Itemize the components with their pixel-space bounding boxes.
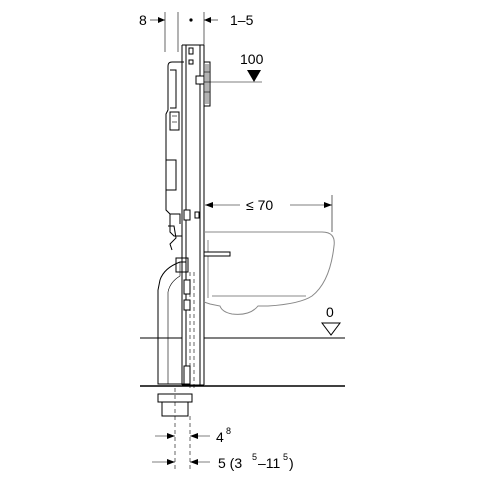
- flush-plate: [195, 61, 211, 107]
- finished-floor-level: 0: [140, 304, 345, 339]
- waste-stub: [203, 251, 231, 257]
- dim-left-top-label: 8: [139, 12, 147, 28]
- bowl-depth-label: ≤ 70: [246, 197, 273, 213]
- dim-right-top-label: 1–5: [230, 12, 254, 28]
- pipe-width-base-label: 5 (3: [218, 455, 242, 471]
- drain-bend: [157, 257, 195, 388]
- pipe-width-mid-label: –11: [258, 455, 281, 471]
- floor-level-label: 0: [326, 304, 334, 320]
- pipe-width-end-label: ): [289, 455, 294, 471]
- bowl-depth-dimension: ≤ 70: [205, 195, 333, 232]
- top-dimension: 8 1–5: [139, 12, 254, 52]
- pipe-width-dimension: 5 (3 5 –11 5 ): [152, 452, 294, 471]
- pipe-width-sup2-label: 5: [283, 452, 288, 462]
- height-mark-label: 100: [240, 51, 264, 67]
- floor-pipe-stub: [157, 388, 193, 470]
- cistern: [165, 61, 184, 251]
- height-marker-100: 100: [210, 51, 264, 83]
- pipe-offset-sup-label: 8: [226, 426, 231, 436]
- pipe-width-sup1-label: 5: [252, 452, 257, 462]
- pipe-offset-base-label: 4: [216, 429, 224, 445]
- wc-bowl: [203, 231, 335, 315]
- mount-bracket: [183, 209, 200, 221]
- pipe-offset-dimension: 4 8: [155, 426, 231, 445]
